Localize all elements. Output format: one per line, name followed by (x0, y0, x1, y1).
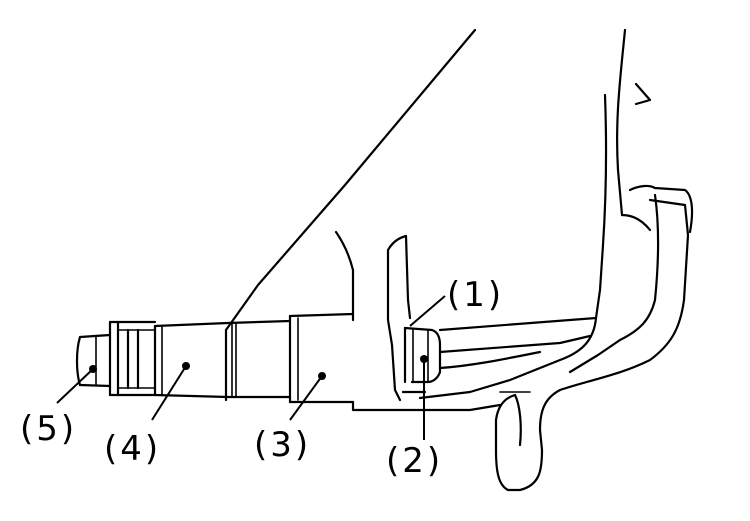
callout-5: (5) (20, 365, 97, 449)
tool-sleeve-3 (226, 312, 355, 404)
tool-barrel-4 (153, 321, 230, 399)
screw-head (403, 326, 442, 384)
callout-5-label: (5) (20, 409, 77, 449)
callout-3: (3) (254, 372, 326, 465)
callout-3-label: (3) (254, 425, 311, 465)
frame-body (224, 28, 477, 402)
callout-2-label: (2) (386, 441, 443, 481)
callout-2: (2) (386, 355, 443, 481)
tie-rod (438, 316, 598, 370)
callout-1: (1) (409, 275, 504, 327)
plate (334, 230, 502, 412)
callout-4-label: (4) (104, 429, 161, 469)
tool-ring (108, 320, 157, 397)
mounting-bracket (418, 28, 694, 492)
callout-1-label: (1) (447, 275, 504, 315)
callout-4: (4) (104, 362, 190, 469)
tool-tip-5 (75, 333, 112, 388)
